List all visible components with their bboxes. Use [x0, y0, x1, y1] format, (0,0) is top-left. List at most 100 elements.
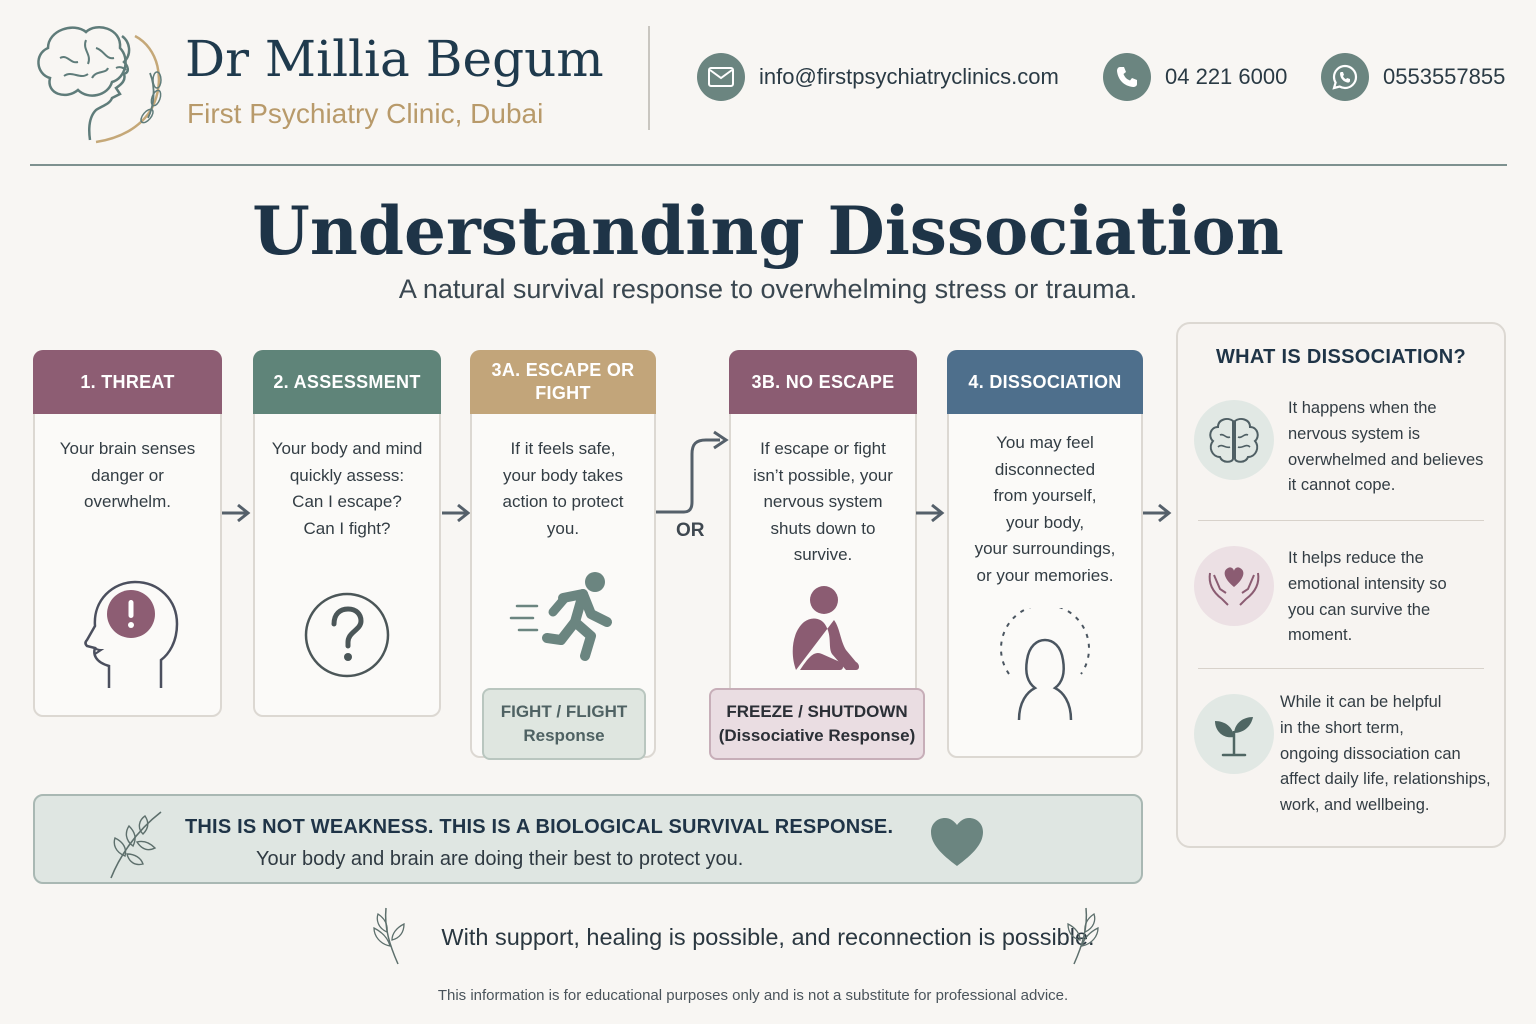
survival-response-banner: THIS IS NOT WEAKNESS. THIS IS A BIOLOGIC… [33, 794, 1143, 884]
leaf-sprig-icon [1067, 907, 1099, 965]
panel-line: ongoing dissociation can [1280, 744, 1461, 763]
panel-line: moment. [1288, 626, 1353, 645]
step-line: If escape or fight [760, 439, 886, 458]
closing-message: With support, healing is possible, and r… [441, 924, 1095, 950]
step-line: survive. [793, 545, 853, 564]
step-title: 4. DISSOCIATION [947, 350, 1143, 414]
step-description: Your brain senses danger or overwhelm. [45, 436, 210, 516]
step-line: overwhelm. [84, 492, 171, 511]
what-is-dissociation-panel: WHAT IS DISSOCIATION? It happens when th… [1176, 322, 1506, 848]
curled-person-icon [731, 584, 915, 676]
brain-profile-logo-icon [37, 26, 162, 144]
or-connector-arrow-icon [656, 430, 729, 514]
sprout-icon [1194, 694, 1274, 774]
doctor-name: Dr Millia Begum [185, 30, 604, 88]
step-card-assessment: 2. ASSESSMENT Your body and mind quickly… [253, 350, 441, 717]
step-line: Can I fight? [303, 518, 391, 538]
step-line: nervous system [763, 492, 883, 511]
step-title: 1. THREAT [33, 350, 222, 414]
badge-line: FIGHT / FLIGHT [500, 702, 628, 721]
running-person-icon [472, 566, 654, 662]
panel-line: It helps reduce the [1288, 549, 1424, 567]
arrow-right-icon [1143, 503, 1172, 523]
step-line: shuts down to [770, 518, 876, 538]
step-line: from yourself, [993, 486, 1097, 505]
whatsapp-icon [1321, 53, 1369, 101]
panel-line: emotional intensity so [1288, 574, 1447, 593]
step-line: Your body and mind [271, 439, 423, 458]
step-line: your body takes [502, 465, 623, 485]
step-card-threat: 1. THREAT Your brain senses danger or ov… [33, 350, 222, 717]
header-divider [648, 26, 650, 130]
step-line: your surroundings, [974, 539, 1116, 558]
badge-line: (Dissociative Response) [718, 726, 916, 745]
step-line: Can I escape? [292, 492, 402, 511]
envelope-icon [697, 53, 745, 101]
step-card-escape-or-fight: 3A. ESCAPE OR FIGHT If it feels safe, yo… [470, 350, 656, 760]
contact-phone-text: 04 221 6000 [1165, 64, 1288, 89]
page-subtitle: A natural survival response to overwhelm… [398, 274, 1138, 304]
step-title: 3A. ESCAPE OR FIGHT [470, 350, 656, 414]
page-title: Understanding Dissociation [252, 192, 1284, 270]
step-line: danger or [91, 465, 164, 485]
head-alert-icon [35, 570, 220, 690]
step-line: your body, [1005, 512, 1085, 532]
banner-heading: THIS IS NOT WEAKNESS. THIS IS A BIOLOGIC… [185, 816, 894, 838]
panel-line: it cannot cope. [1288, 476, 1396, 495]
step-title: 3B. NO ESCAPE [729, 350, 917, 414]
step-description: You may feel disconnected from yourself,… [959, 430, 1131, 589]
panel-line: While it can be helpful [1280, 693, 1442, 711]
contact-email-text: info@firstpsychiatryclinics.com [759, 64, 1059, 89]
brain-icon [1194, 400, 1274, 480]
step-card-no-escape: 3B. NO ESCAPE If escape or fight isn’t p… [709, 350, 925, 760]
panel-line: work, and wellbeing. [1280, 796, 1430, 815]
panel-line: It happens when the [1288, 399, 1437, 417]
arrow-right-icon [916, 503, 945, 523]
contact-whatsapp[interactable]: 0553557855 [1321, 52, 1505, 102]
panel-line: overwhelmed and believes [1288, 450, 1484, 469]
panel-divider [1198, 668, 1484, 669]
step-description: If it feels safe, your body takes action… [482, 436, 644, 542]
step-title-line: 3A. ESCAPE OR [491, 360, 635, 380]
disclaimer: This information is for educational purp… [437, 987, 1069, 1004]
step-line: Your brain senses [59, 439, 196, 458]
clinic-name: First Psychiatry Clinic, Dubai [187, 98, 544, 129]
heart-icon [931, 818, 983, 866]
panel-line: nervous system is [1288, 424, 1421, 443]
step-title: 2. ASSESSMENT [253, 350, 441, 414]
or-label: OR [676, 520, 705, 541]
step-line: If it feels safe, [510, 439, 616, 458]
panel-item-text: While it can be helpful in the short ter… [1280, 690, 1491, 819]
leaf-sprig-icon [373, 907, 405, 965]
panel-line: in the short term, [1280, 718, 1404, 737]
step-line: action to protect [502, 492, 624, 511]
phone-icon [1103, 53, 1151, 101]
heart-hands-icon [1194, 546, 1274, 626]
badge-line: Response [523, 726, 605, 745]
fight-flight-badge: FIGHT / FLIGHT Response [482, 688, 646, 760]
panel-line: affect daily life, relationships, [1280, 770, 1491, 789]
panel-title: WHAT IS DISSOCIATION? [1216, 346, 1466, 368]
step-description: If escape or fight isn’t possible, your … [741, 436, 905, 569]
step-line: you. [546, 518, 580, 538]
header: Dr Millia Begum First Psychiatry Clinic,… [0, 0, 1536, 166]
step-line: disconnected [994, 459, 1096, 479]
step-description: Your body and mind quickly assess: Can I… [265, 436, 429, 542]
contact-email[interactable]: info@firstpsychiatryclinics.com [697, 52, 1059, 102]
leaf-branch-icon [110, 811, 162, 879]
arrow-right-icon [442, 503, 471, 523]
question-icon [255, 590, 439, 680]
step-card-dissociation: 4. DISSOCIATION You may feel disconnecte… [947, 350, 1143, 758]
panel-divider [1198, 520, 1484, 521]
contact-phone[interactable]: 04 221 6000 [1103, 52, 1287, 102]
banner-subtext: Your body and brain are doing their best… [256, 848, 744, 870]
step-line: or your memories. [976, 565, 1114, 585]
contact-whatsapp-text: 0553557855 [1383, 64, 1506, 89]
step-line: You may feel [996, 433, 1094, 452]
step-line: isn’t possible, your [753, 465, 893, 485]
arrow-right-icon [222, 503, 251, 523]
badge-line: FREEZE / SHUTDOWN [726, 702, 908, 721]
freeze-shutdown-badge: FREEZE / SHUTDOWN (Dissociative Response… [709, 688, 925, 760]
header-rule [30, 164, 1507, 166]
panel-item-text: It helps reduce the emotional intensity … [1288, 546, 1447, 649]
